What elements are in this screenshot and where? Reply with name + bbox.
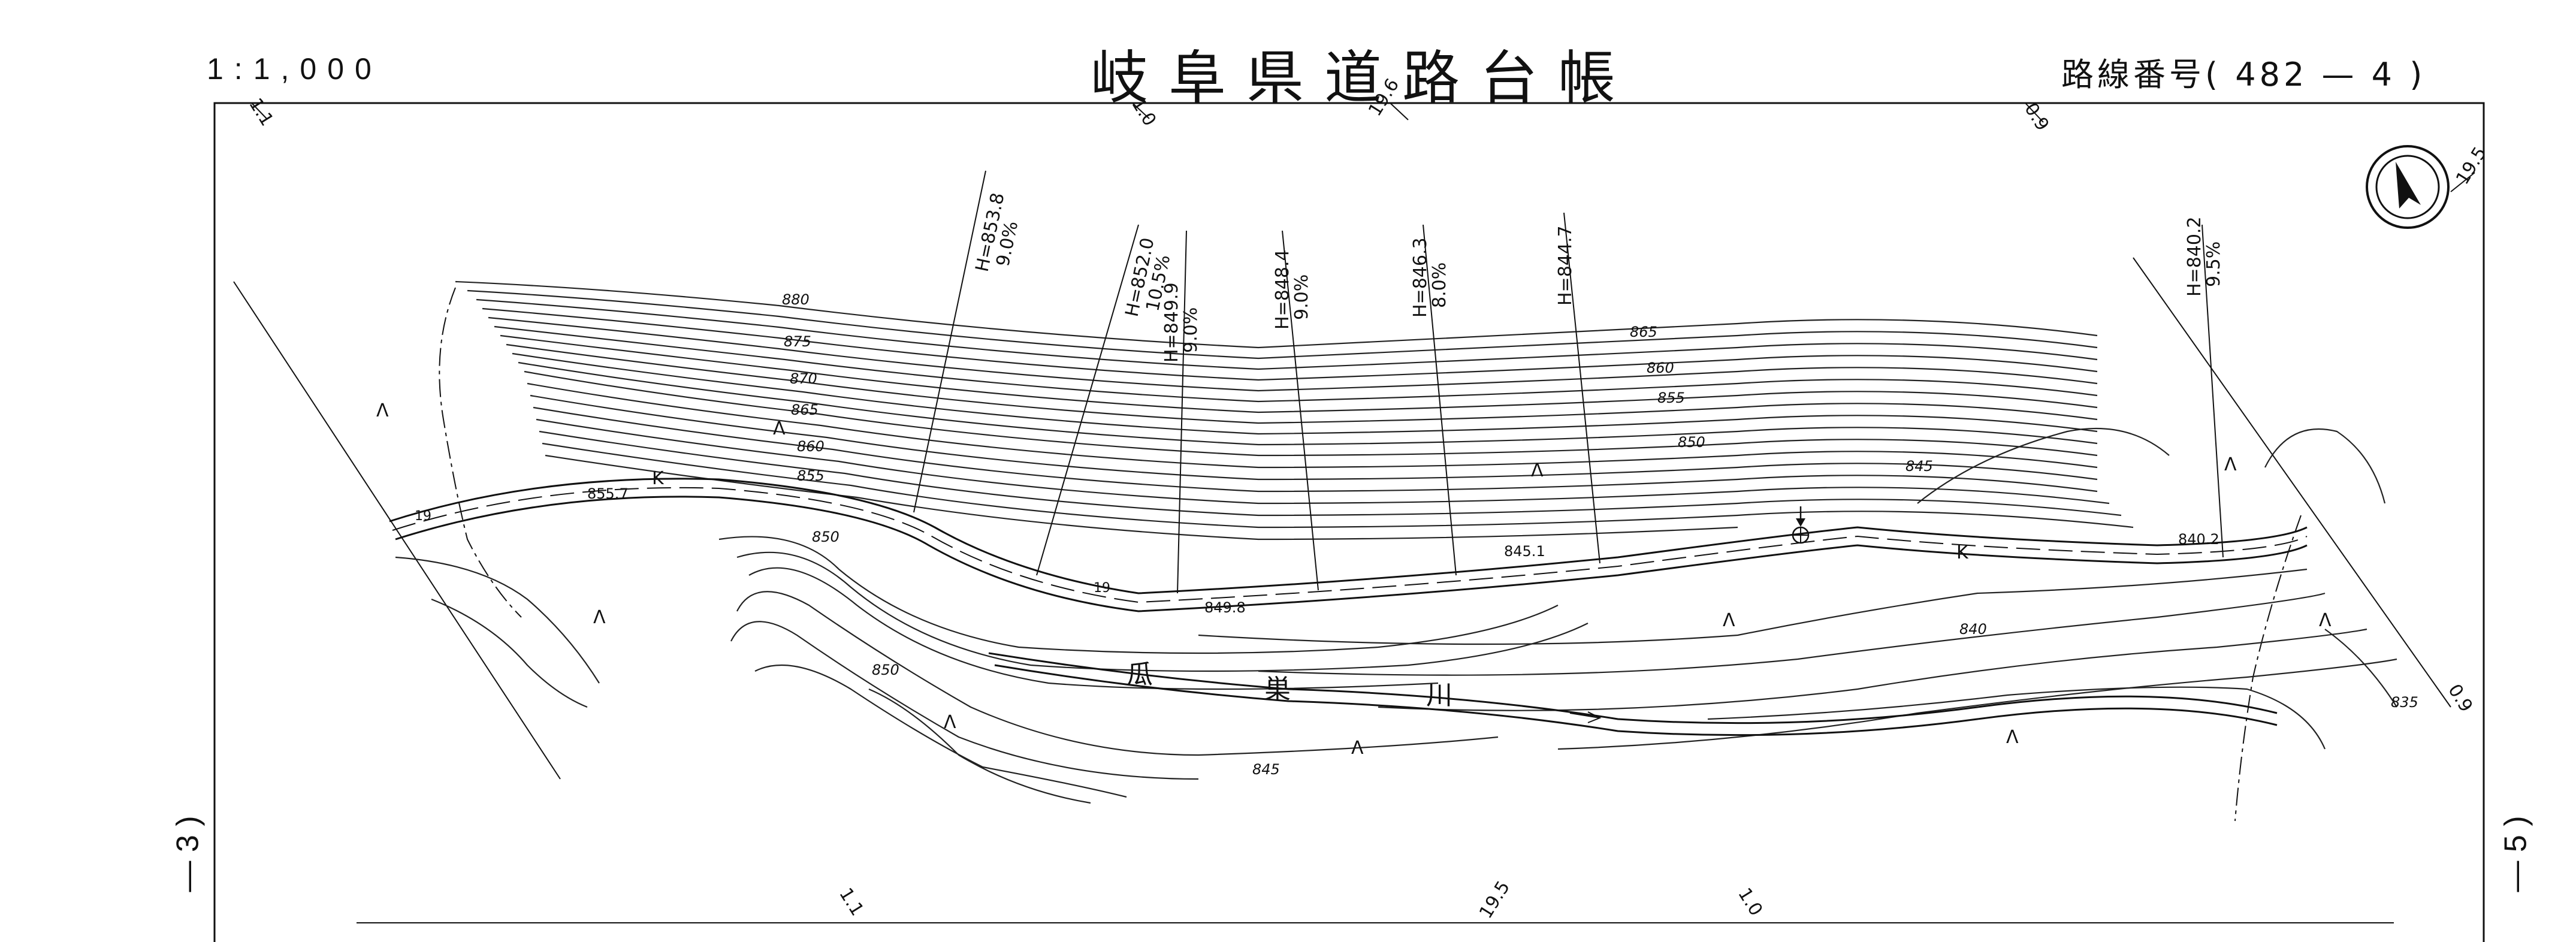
section-3-height: H=849.9 xyxy=(1161,282,1182,363)
contour-label-e855: 855 xyxy=(1657,390,1685,406)
contour-labels: 880 875 870 865 860 855 865 860 855 850 … xyxy=(782,291,2418,778)
road-mark-19b: 19 xyxy=(415,509,431,524)
spot-heights: 855.7 849.8 845.1 840.2 xyxy=(587,485,2219,616)
frame-mark-2: 1.0 xyxy=(1127,95,1160,130)
section-labels: H=853.8 9.0% H=852.0 10.5% H=849.9 9.0% … xyxy=(972,191,2224,363)
cross-sections xyxy=(913,170,2224,594)
route-number: 路線番号( 482 — 4 ) xyxy=(2061,48,2426,95)
contour-label-s850a: 850 xyxy=(812,529,839,545)
frame-mark-right: 0.9 xyxy=(2444,681,2477,716)
contour-label-s835: 835 xyxy=(2391,694,2418,711)
veg-symbol-8: Λ xyxy=(944,712,956,733)
frame-mark-5: 19.5 xyxy=(2452,143,2491,188)
road-marks: K K 19 19 xyxy=(415,468,1969,596)
road-mark-k1: K xyxy=(652,468,665,489)
benchmark-icon xyxy=(1792,506,1810,544)
frame-mark-4: 0.9 xyxy=(2020,99,2053,135)
spot-height-3: 845.1 xyxy=(1504,543,1545,560)
frame-mark-b2: 19.5 xyxy=(1475,877,1514,922)
frame-mark-b1: 1.1 xyxy=(835,884,868,920)
veg-symbol-1: Λ xyxy=(376,400,389,421)
map-scale: 1:1,000 xyxy=(207,52,382,86)
frame-marks-top: 1.1 1.0 19.6 0.9 19.5 xyxy=(244,75,2491,192)
map-frame xyxy=(213,102,2485,942)
veg-symbol-5: Λ xyxy=(1723,610,1735,631)
contour-label-e850: 850 xyxy=(1678,434,1705,451)
contour-label-870: 870 xyxy=(790,370,817,387)
contour-label-880: 880 xyxy=(782,291,810,308)
contour-label-875: 875 xyxy=(784,333,811,350)
veg-symbol-2: Λ xyxy=(593,607,606,628)
veg-symbol-10: Λ xyxy=(2006,727,2019,748)
veg-symbol-7: Λ xyxy=(2319,610,2332,631)
veg-symbol-9: Λ xyxy=(1351,738,1364,759)
contour-label-s850b: 850 xyxy=(872,662,899,678)
section-6-height: H=844.7 xyxy=(1555,225,1576,306)
contour-label-s845: 845 xyxy=(1252,761,1280,778)
contour-label-865: 865 xyxy=(791,401,819,418)
frame-mark-3: 19.6 xyxy=(1364,75,1403,120)
contour-label-e845: 845 xyxy=(1905,458,1933,475)
vegetation-symbols: Λ Λ Λ Λ Λ Λ Λ Λ Λ Λ xyxy=(376,400,2332,759)
river-char-1: 瓜 xyxy=(1127,659,1153,690)
veg-symbol-3: Λ xyxy=(773,418,786,439)
section-7-grade: 9.5% xyxy=(2203,241,2224,287)
section-5-height: H=846.3 xyxy=(1410,237,1431,318)
route-label: 路線番号( xyxy=(2061,56,2222,93)
contour-label-e860: 860 xyxy=(1647,360,1674,376)
section-3-grade: 9.0% xyxy=(1180,307,1201,353)
river-name: 瓜 巣 川 xyxy=(1127,659,1452,711)
north-arrow-icon xyxy=(2366,145,2450,229)
section-4-grade: 9.0% xyxy=(1291,274,1312,320)
contours-north xyxy=(455,280,2134,541)
contour-label-860: 860 xyxy=(797,438,825,455)
section-7-height: H=840.2 xyxy=(2184,216,2205,297)
frame-mark-1: 1.1 xyxy=(244,95,277,130)
river xyxy=(988,652,2278,736)
route-number-value: 482 — 4 xyxy=(2235,56,2396,93)
contour-label-e865: 865 xyxy=(1630,324,1657,340)
section-4-height: H=848.4 xyxy=(1272,249,1293,330)
spot-height-4: 840.2 xyxy=(2178,531,2219,548)
contour-label-s840: 840 xyxy=(1959,621,1987,638)
road-mark-k2: K xyxy=(1956,542,1969,563)
road xyxy=(389,478,2308,612)
contours-south xyxy=(395,428,2397,804)
route-close: ) xyxy=(2409,56,2426,93)
river-char-2: 巣 xyxy=(1264,674,1291,705)
veg-symbol-4: Λ xyxy=(1531,460,1544,481)
frame-mark-b3: 1.0 xyxy=(1734,884,1766,920)
river-char-3: 川 xyxy=(1426,680,1452,711)
spot-height-2: 849.8 xyxy=(1204,599,1246,616)
veg-symbol-6: Λ xyxy=(2224,454,2237,475)
section-5-grade: 8.0% xyxy=(1429,262,1450,308)
spot-height-1: 855.7 xyxy=(587,485,629,502)
road-mark-19a: 19 xyxy=(1094,581,1110,596)
contour-label-855: 855 xyxy=(797,467,825,484)
page-title: 岐阜県道路台帳 xyxy=(1091,44,1636,111)
